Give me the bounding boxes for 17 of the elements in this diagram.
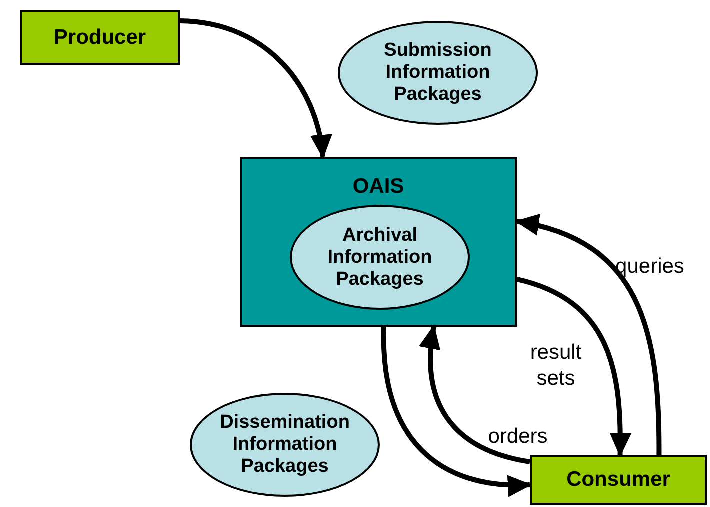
curved-arrow xyxy=(515,215,662,456)
edge-label: orders xyxy=(487,424,549,450)
curved-arrow xyxy=(420,325,530,464)
node-label: Producer xyxy=(52,24,148,51)
node-label: Consumer xyxy=(566,467,672,494)
edge-label: queries xyxy=(614,254,686,280)
node-label: Archival Information Packages xyxy=(326,224,434,290)
node-label: OAIS xyxy=(352,174,406,200)
archive-box xyxy=(240,157,517,327)
curved-arrow xyxy=(382,326,532,496)
actor-box xyxy=(530,455,707,505)
curved-arrow xyxy=(180,18,332,159)
node-label: Submission Information Packages xyxy=(383,40,493,106)
curved-arrow xyxy=(516,277,632,457)
edge-label: result sets xyxy=(529,340,583,392)
node-label: Dissemination Information Packages xyxy=(219,412,351,478)
actor-box xyxy=(20,10,180,65)
